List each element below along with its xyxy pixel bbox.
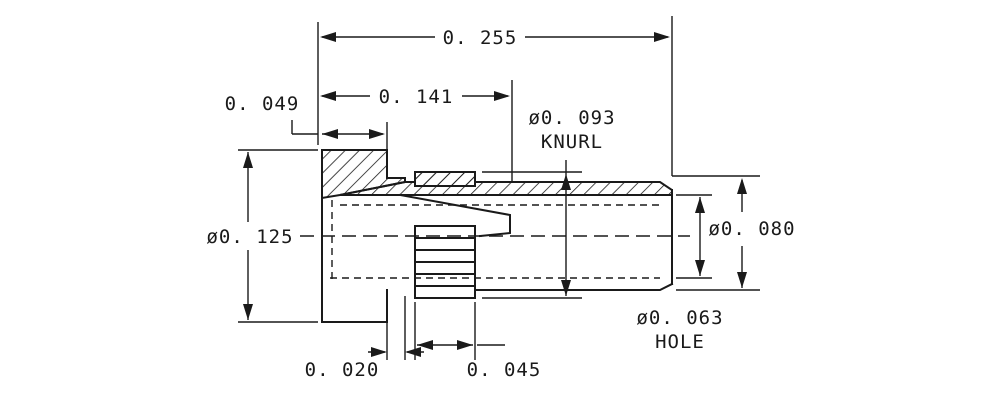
hole-text: HOLE — [655, 331, 705, 353]
knurl-diameter-label: ø0. 093 — [528, 107, 615, 129]
shank-diameter-label: ø0. 080 — [708, 218, 795, 240]
hole-diameter-label: ø0. 063 — [636, 307, 723, 329]
head-length-label: 0. 049 — [225, 93, 300, 115]
dimension-head-diameter: ø0. 125 — [206, 149, 318, 323]
shank-bottom-edge — [474, 282, 674, 291]
slot-wedge — [398, 193, 511, 238]
knurl-text: KNURL — [541, 131, 603, 153]
dimension-knurl-width: 0. 045 — [414, 302, 542, 381]
knurl-section — [414, 225, 476, 299]
dimension-undercut-width: 0. 020 — [305, 296, 424, 381]
knurl-top-hatched — [414, 171, 476, 187]
head-diameter-label: ø0. 125 — [206, 226, 293, 248]
dimension-shank-diameter: ø0. 080 — [676, 178, 795, 291]
dimension-overall-length: 0. 255 — [317, 16, 760, 177]
dimension-knurl-diameter: ø0. 093 KNURL — [482, 107, 615, 299]
length-to-knurl-label: 0. 141 — [379, 86, 454, 108]
dimension-length-to-knurl: 0. 141 — [320, 80, 513, 182]
part-outline — [300, 149, 690, 323]
undercut-width-label: 0. 020 — [305, 359, 380, 381]
dimension-hole-diameter: ø0. 063 HOLE — [636, 194, 723, 353]
knurl-width-label: 0. 045 — [467, 359, 542, 381]
dimension-head-length: 0. 049 — [225, 93, 388, 150]
overall-length-label: 0. 255 — [443, 27, 518, 49]
